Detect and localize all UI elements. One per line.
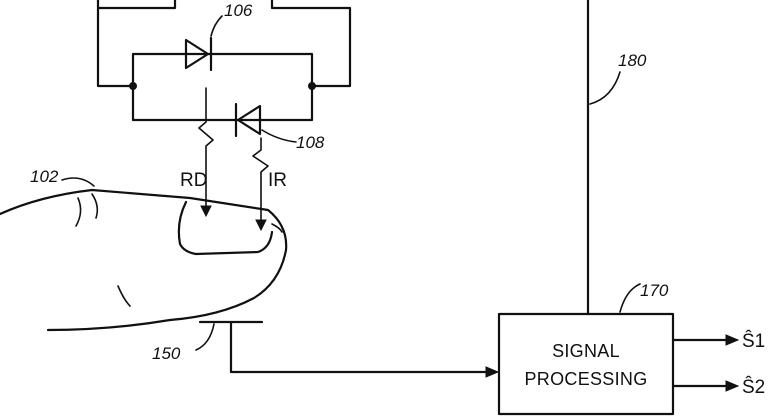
box-line-1: SIGNAL: [552, 341, 620, 361]
detector-150-leader: [196, 324, 214, 350]
detector-signal-wire: [231, 322, 498, 377]
box-line-2: PROCESSING: [524, 369, 647, 389]
photodetector-150: [196, 322, 262, 350]
red-led-106: [186, 16, 222, 70]
red-light-ray: [199, 88, 213, 216]
ref-106: 106: [224, 1, 253, 20]
ref-170: 170: [640, 281, 669, 300]
red-led-leader: [211, 16, 222, 36]
finger-102: [0, 178, 286, 330]
ref-102: 102: [30, 167, 59, 186]
left-top-wire: [98, 0, 175, 8]
finger-crease: [118, 286, 130, 306]
processing-box-frame: [499, 314, 673, 414]
ref-150: 150: [152, 344, 181, 363]
signal-processing-box: SIGNAL PROCESSING: [499, 314, 673, 414]
output-s2: [673, 381, 738, 391]
left-junction-dot: [130, 83, 137, 90]
label-ir: IR: [268, 170, 287, 191]
detector-wire-arrowhead: [486, 367, 498, 377]
finger-outline: [0, 190, 286, 330]
ir-led-108: [236, 104, 296, 142]
label-s1: Ŝ1: [742, 330, 765, 352]
label-s2: Ŝ2: [742, 376, 765, 398]
right-junction-dot: [309, 83, 316, 90]
box-170-leader: [620, 284, 640, 312]
left-supply-wire: [98, 0, 133, 86]
label-rd: RD: [180, 170, 207, 191]
cable-180-leader: [590, 72, 620, 104]
ir-led-leader: [262, 130, 296, 142]
fingernail: [179, 202, 272, 254]
output-s1-arrowhead: [726, 335, 738, 345]
ir-ray-arrowhead: [256, 220, 266, 230]
red-ray-arrowhead: [201, 206, 211, 216]
knuckle-creases: [76, 194, 97, 226]
parallel-loop: [133, 54, 312, 120]
ir-light-ray: [253, 138, 268, 230]
detector-wire-path: [231, 322, 488, 372]
ref-180: 180: [618, 51, 647, 70]
finger-102-leader: [62, 178, 94, 186]
output-s2-arrowhead: [726, 381, 738, 391]
ref-108: 108: [296, 133, 325, 152]
output-s1: [673, 335, 738, 345]
